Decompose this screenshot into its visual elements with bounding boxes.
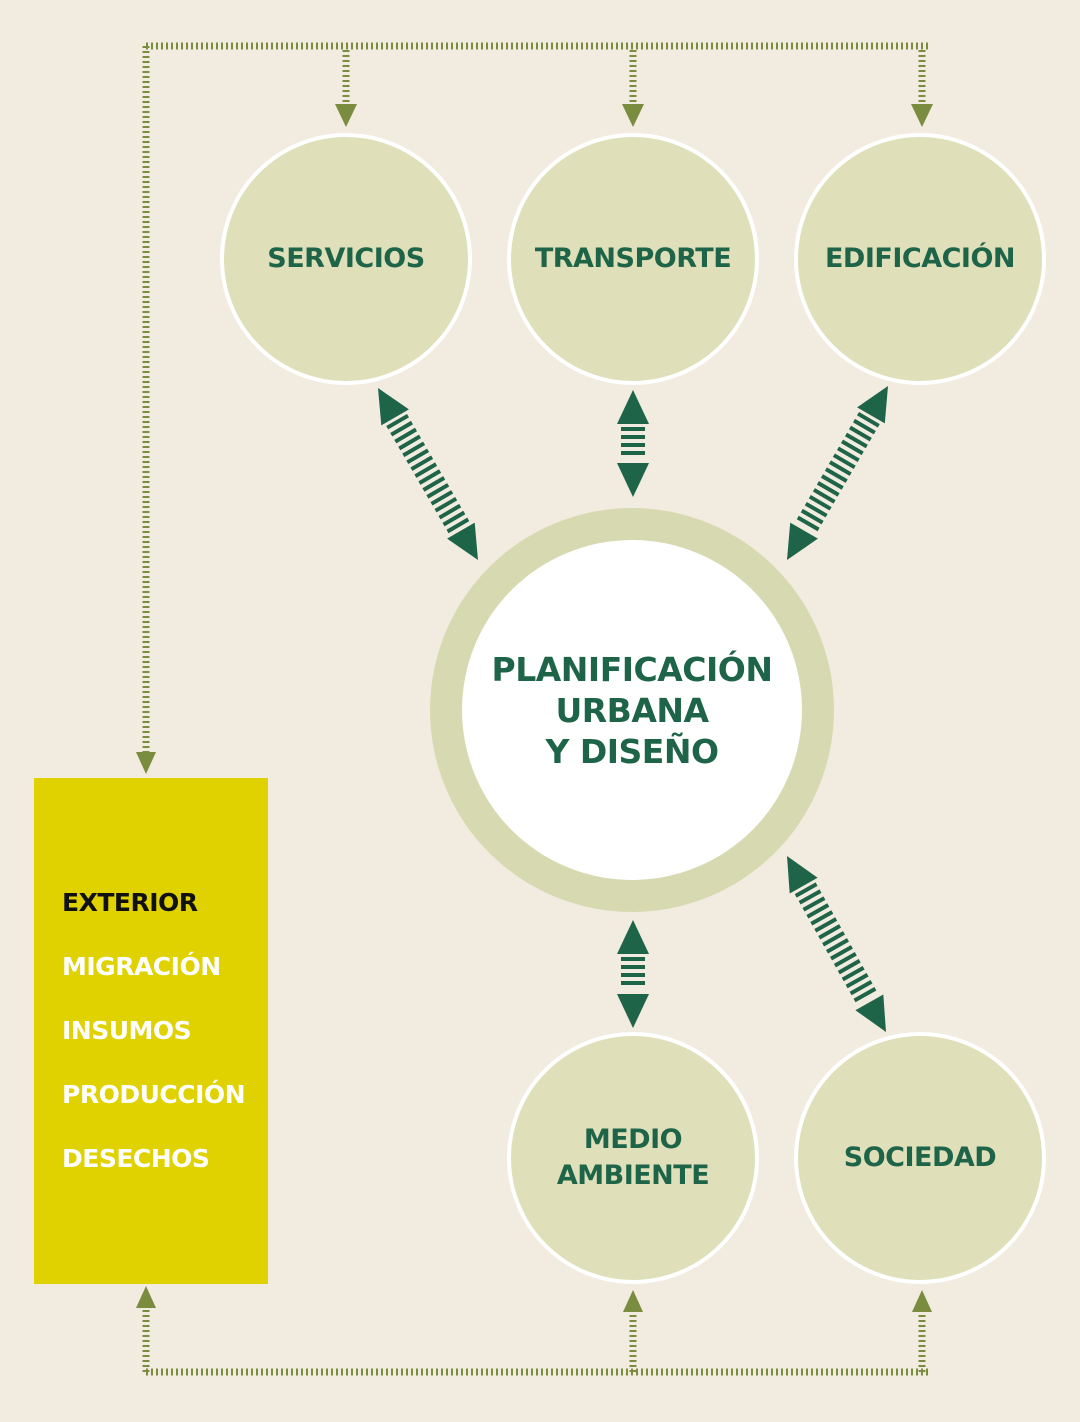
- arrow-servicios-hub-hatch: [430, 490, 454, 506]
- arrow-hub-sociedad-hatch: [841, 966, 865, 982]
- arrow-hub-sociedad-hatch: [802, 896, 826, 912]
- arrow-edificacion-hub-hatch: [816, 481, 840, 497]
- flow-arrowhead-exterior-out: [136, 1286, 156, 1308]
- arrow-servicios-hub-hatch: [402, 441, 426, 458]
- exterior-item-insumos: INSUMOS: [62, 1016, 192, 1045]
- arrow-hub-sociedad-hatch: [833, 952, 857, 968]
- arrow-edificacion-hub-hatch: [848, 425, 872, 442]
- flow-arrowhead-servicios: [335, 104, 357, 127]
- exterior-flow-lines: [142, 42, 928, 1376]
- arrow-transporte-hub-head-start: [617, 390, 649, 424]
- arrow-edificacion-hub-hatch: [800, 508, 824, 525]
- arrow-hub-sociedad-hatch: [822, 931, 845, 947]
- arrow-servicios-hub-head-end: [447, 522, 478, 560]
- hub-title-line-3: Y DISEÑO: [545, 731, 719, 771]
- arrow-hub-sociedad-hatch: [810, 910, 834, 926]
- arrow-hub-medio-ambiente-head-end: [617, 994, 649, 1028]
- node-transporte: TRANSPORTE: [507, 133, 759, 385]
- flow-arrowhead-transporte: [622, 104, 644, 127]
- node-medio-ambiente-label: MEDIO AMBIENTE: [556, 1122, 710, 1194]
- arrow-edificacion-hub-hatch: [828, 460, 852, 476]
- arrow-hub-sociedad-hatch: [849, 979, 873, 996]
- exterior-item-migracion: MIGRACIÓN: [62, 952, 221, 981]
- arrow-servicios-hub-hatch: [394, 427, 418, 444]
- exterior-box: EXTERIOR MIGRACIÓN INSUMOS PRODUCCIÓN DE…: [34, 778, 268, 1284]
- node-servicios-label: SERVICIOS: [267, 243, 425, 274]
- arrow-transporte-hub-head-end: [617, 463, 649, 497]
- arrow-hub-sociedad-hatch: [853, 986, 877, 1003]
- arrow-edificacion-hub-hatch: [832, 453, 856, 470]
- arrow-servicios-hub-hatch: [446, 517, 470, 534]
- arrow-servicios-hub-hatch: [442, 510, 466, 527]
- arrow-edificacion-hub-hatch: [824, 467, 848, 483]
- arrow-servicios-hub-hatch: [422, 476, 446, 492]
- hub-planificacion: PLANIFICACIÓN URBANA Y DISEÑO: [462, 540, 802, 880]
- arrow-edificacion-hub-hatch: [852, 418, 876, 435]
- arrow-servicios-hub-head-start: [378, 388, 409, 426]
- arrow-edificacion-hub-hatch: [808, 494, 832, 511]
- arrow-servicios-hub-hatch: [414, 462, 438, 478]
- arrow-transporte-hub: [617, 390, 649, 497]
- flow-arrowhead-exterior-in: [136, 752, 156, 774]
- arrow-hub-sociedad-hatch: [830, 945, 853, 961]
- exterior-item-desechos: DESECHOS: [62, 1144, 210, 1173]
- node-transporte-label: TRANSPORTE: [534, 243, 732, 274]
- arrow-edificacion-hub-head-start: [857, 386, 888, 424]
- node-medio-ambiente-line-1: MEDIO: [583, 1124, 683, 1155]
- flow-arrowhead-medio-ambiente: [623, 1290, 643, 1312]
- arrow-hub-sociedad-hatch: [814, 917, 838, 933]
- node-servicios: SERVICIOS: [220, 133, 472, 385]
- arrow-edificacion-hub-hatch: [840, 439, 864, 456]
- arrow-hub-sociedad-hatch: [806, 903, 830, 919]
- node-sociedad: SOCIEDAD: [794, 1032, 1046, 1284]
- flow-arrowhead-sociedad: [912, 1290, 932, 1312]
- arrow-edificacion-hub-hatch: [856, 411, 880, 428]
- arrow-servicios-hub-hatch: [406, 448, 430, 465]
- exterior-title: EXTERIOR: [62, 888, 198, 917]
- node-sociedad-label: SOCIEDAD: [843, 1142, 997, 1173]
- hub-title-line-1: PLANIFICACIÓN: [491, 649, 773, 689]
- arrow-hub-sociedad-hatch: [837, 959, 861, 975]
- arrow-hub-sociedad-hatch: [845, 973, 869, 989]
- arrow-edificacion-hub-hatch: [804, 501, 828, 518]
- arrow-servicios-hub-hatch: [390, 420, 414, 437]
- arrow-hub-sociedad-head-end: [855, 994, 886, 1032]
- flow-arrowhead-edificacion: [911, 104, 933, 127]
- arrow-hub-sociedad-hatch: [794, 882, 818, 898]
- arrow-edificacion-hub-hatch: [820, 474, 844, 490]
- node-edificacion: EDIFICACIÓN: [794, 133, 1046, 385]
- arrow-servicios-hub-hatch: [438, 503, 462, 520]
- arrow-servicios-hub: [378, 388, 478, 560]
- arrow-servicios-hub-hatch: [434, 496, 458, 513]
- arrow-servicios-hub-hatch: [418, 469, 442, 485]
- arrow-servicios-hub-hatch: [426, 483, 450, 499]
- hub-title-line-2: URBANA: [555, 690, 709, 730]
- arrow-hub-sociedad-hatch: [798, 889, 822, 905]
- arrow-edificacion-hub-hatch: [812, 488, 836, 504]
- arrow-servicios-hub-hatch: [410, 455, 434, 471]
- node-edificacion-label: EDIFICACIÓN: [824, 243, 1016, 274]
- arrow-hub-sociedad-hatch: [818, 924, 842, 940]
- arrow-hub-sociedad-head-start: [787, 856, 818, 894]
- arrow-edificacion-hub-hatch: [796, 515, 820, 532]
- node-medio-ambiente-line-2: AMBIENTE: [556, 1160, 710, 1191]
- arrow-edificacion-hub-head-end: [787, 522, 818, 560]
- arrow-servicios-hub-hatch: [386, 413, 409, 430]
- arrow-edificacion-hub-hatch: [836, 446, 860, 463]
- arrow-edificacion-hub-hatch: [845, 432, 868, 449]
- arrow-hub-medio-ambiente-head-start: [617, 920, 649, 954]
- arrow-hub-sociedad: [787, 856, 886, 1032]
- arrow-edificacion-hub: [787, 386, 888, 560]
- arrow-hub-medio-ambiente: [617, 920, 649, 1028]
- arrow-servicios-hub-hatch: [398, 434, 422, 451]
- node-medio-ambiente: MEDIO AMBIENTE: [507, 1032, 759, 1284]
- arrow-hub-sociedad-hatch: [826, 938, 849, 954]
- exterior-item-produccion: PRODUCCIÓN: [62, 1080, 246, 1109]
